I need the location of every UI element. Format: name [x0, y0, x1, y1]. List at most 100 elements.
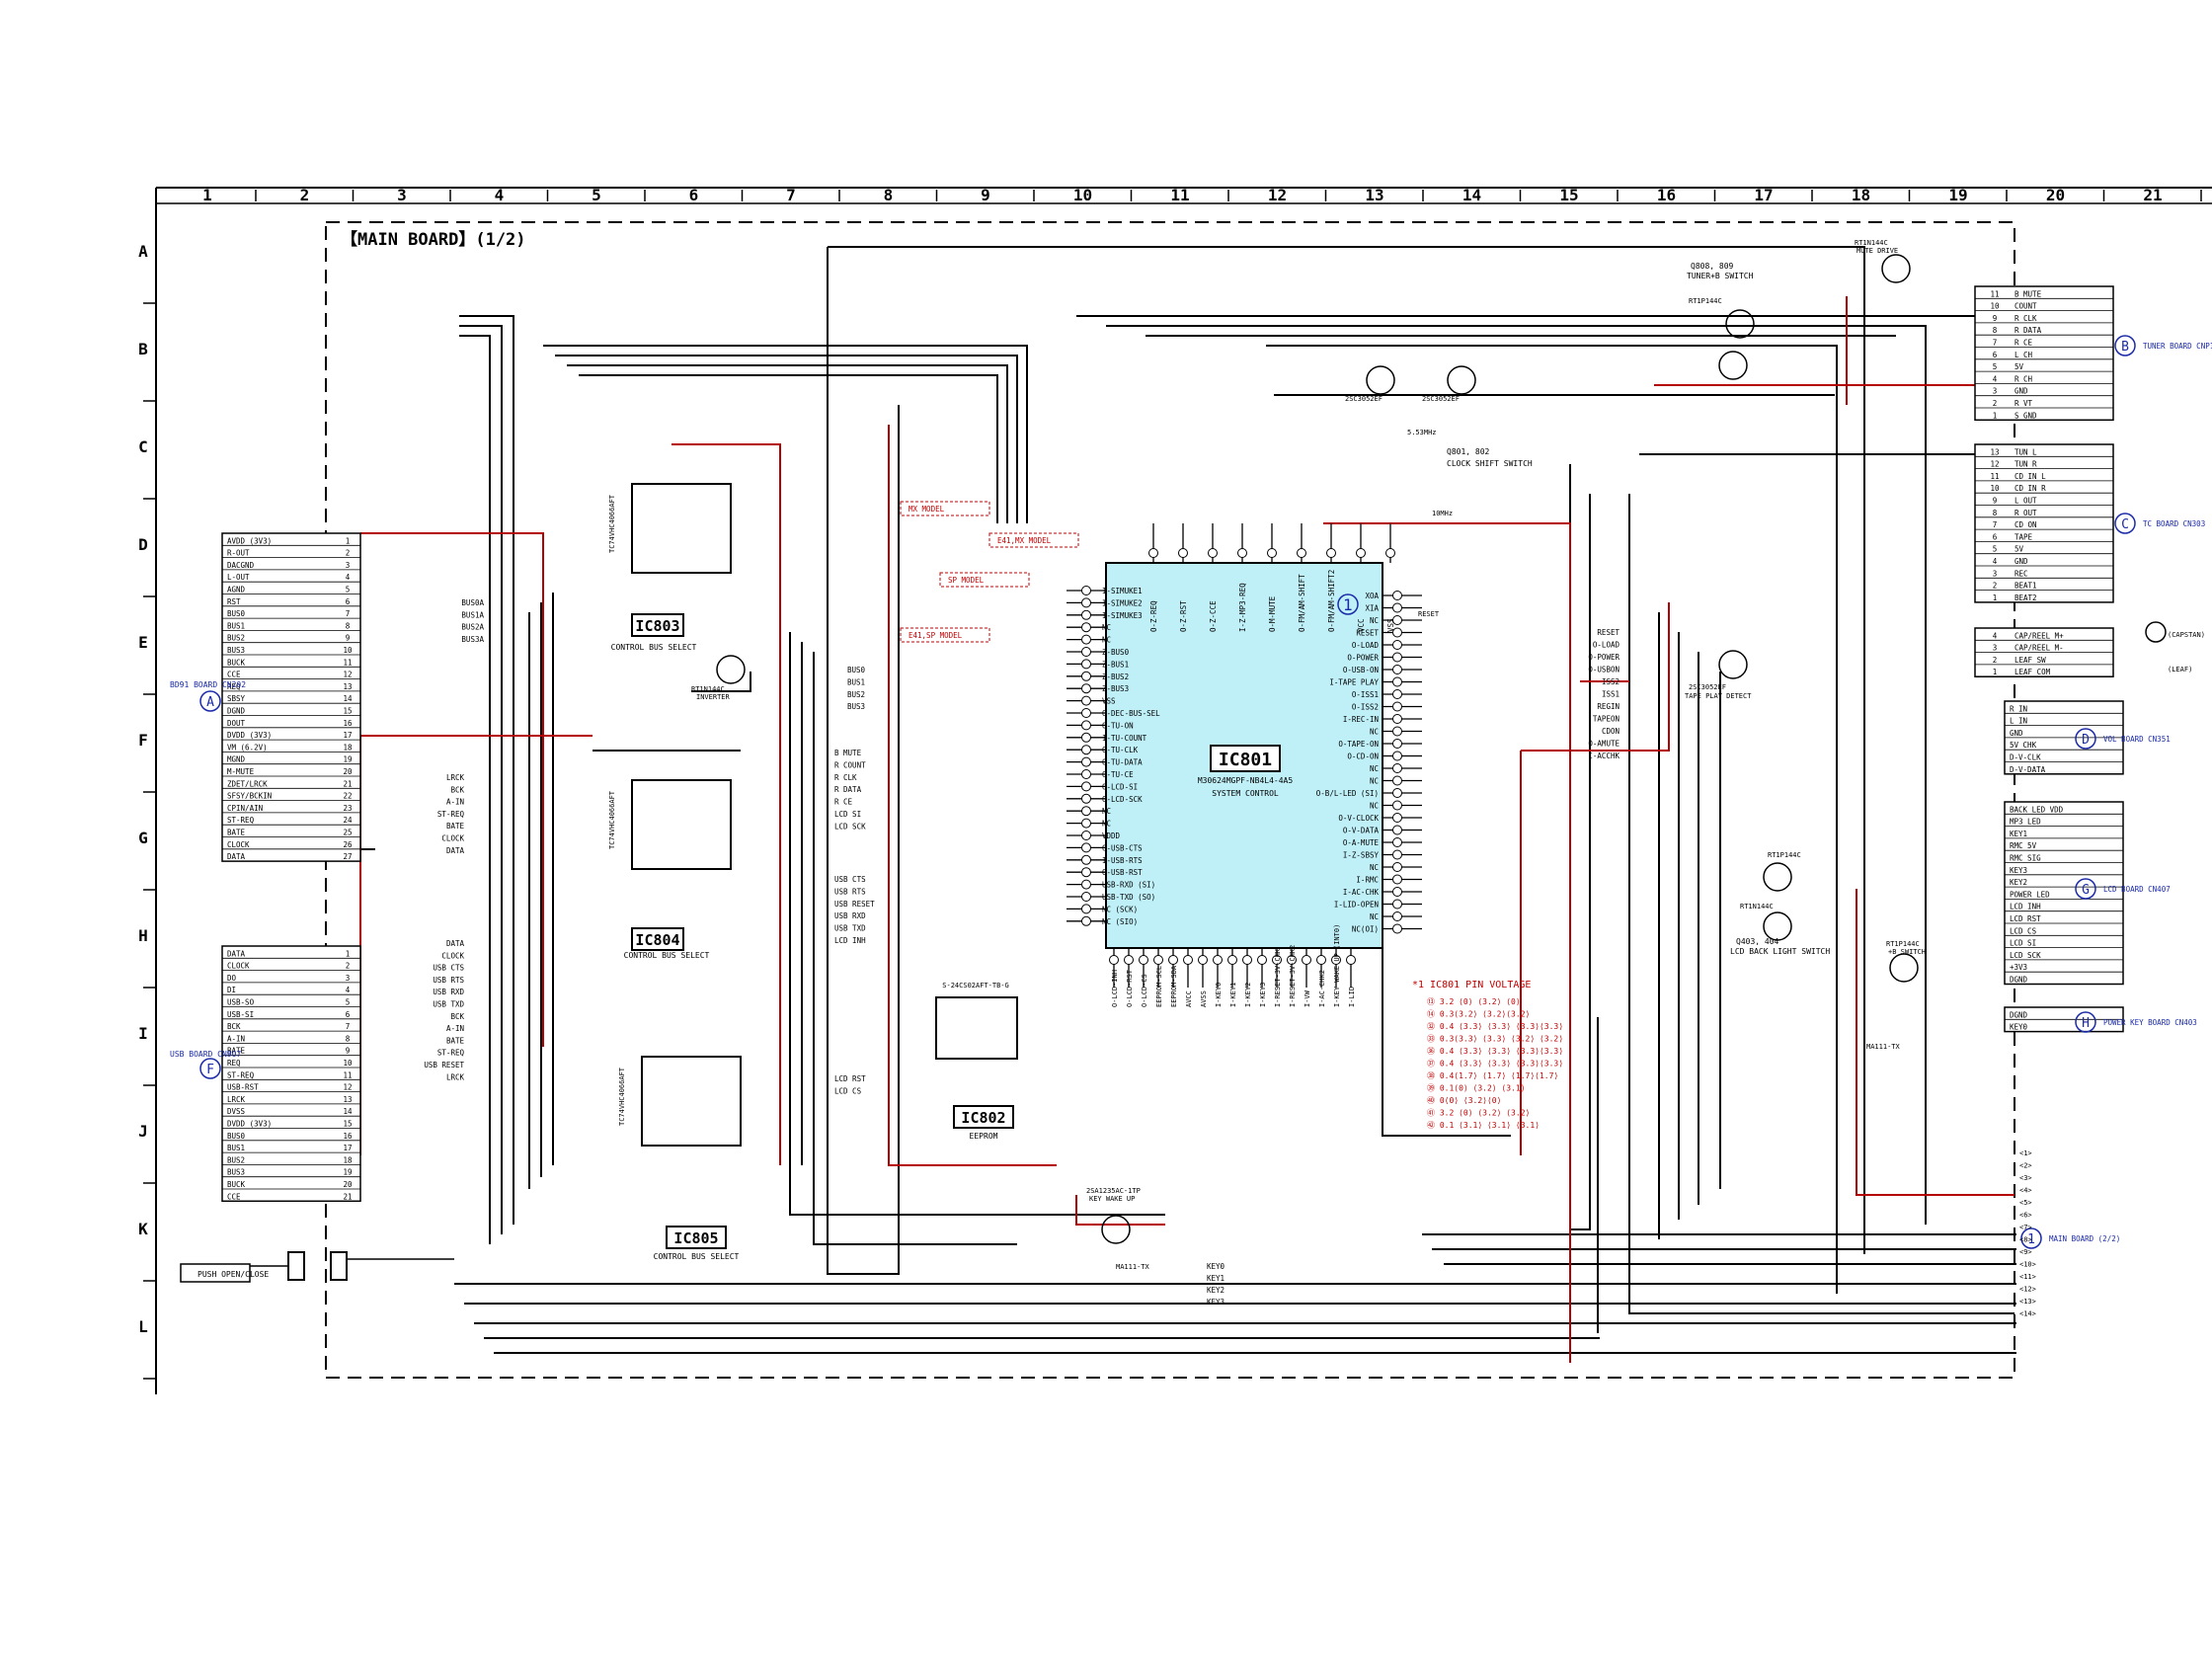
main2-pin-number: <9> [2019, 1248, 2032, 1256]
ic801-bottom-pin-name: I-KEY3 [1259, 983, 1267, 1007]
bd-pin-name: DVDD (3V3) [227, 731, 272, 740]
ic801-left-pin [1081, 854, 1091, 865]
push-switch-label: PUSH OPEN/CLOSE [198, 1270, 269, 1279]
usb-pin-name: BUS0 [227, 1132, 246, 1141]
ic801-right-pin-name: O-POWER [1347, 654, 1379, 663]
bd-pin-name: MGND [227, 755, 246, 764]
tuner-pin-number: 8 [1993, 326, 1998, 335]
ic801-func: SYSTEM CONTROL [1212, 789, 1279, 798]
usb-pin-number: 16 [343, 1132, 353, 1141]
ic805-part: TC74VHC4066AFT [618, 1067, 626, 1126]
ic801-right-pins: XOAXIANCRESETO-LOADO-POWERO-USB-ONI-TAPE… [1316, 591, 1422, 934]
usb-pin-name: USB-RST [227, 1083, 259, 1092]
ic801-left-pin-name: NC [1102, 807, 1111, 816]
bd-pin-number: 27 [343, 852, 352, 861]
column-label: 12 [1268, 186, 1287, 204]
ic801-left-pin [1081, 806, 1091, 817]
ic801-right-pin-name: I-Z-SBSY [1343, 851, 1380, 860]
ic801-right-pin [1392, 837, 1402, 847]
ic801-right-pin [1392, 627, 1402, 638]
ic801-top-pin-name: VSS [1386, 618, 1395, 632]
usb-pin-number: 8 [346, 1034, 351, 1043]
ic801-right-pin [1392, 874, 1402, 885]
bd-pin-number: 22 [343, 792, 352, 801]
ic801-name: IC801 [1219, 750, 1272, 770]
net-label: R CE [834, 798, 853, 807]
svg-text:INVERTER: INVERTER [696, 693, 731, 701]
ic801-right-pin [1392, 849, 1402, 860]
ic801-bottom-pin-name: AVSS [1200, 990, 1208, 1007]
ic801-right-pin-name: NC [1370, 616, 1379, 625]
usb-pin-number: 15 [343, 1120, 352, 1129]
ic801-left-pin [1081, 915, 1091, 926]
power-rails [359, 296, 2014, 1363]
net-label: BUS3 [847, 702, 865, 711]
ic801-right-pin [1392, 899, 1402, 910]
usb-pin-number: 21 [343, 1192, 352, 1201]
ic801-top-pin [1297, 548, 1306, 558]
bd-pin-number: 14 [343, 694, 353, 703]
ic801-right-pin-name: I-LID-OPEN [1334, 901, 1379, 910]
tuner-pin-number: 4 [1993, 374, 1998, 383]
main2-pin-number: <5> [2019, 1199, 2032, 1207]
usb-pin-name: DVDD (3V3) [227, 1120, 272, 1129]
main2-pin-number: <10> [2019, 1261, 2036, 1269]
bd-pin-name: BUS0 [227, 609, 246, 618]
xtal2-label: 10MHz [1432, 510, 1453, 517]
net-label: BCK [450, 1012, 464, 1021]
tc-pin-number: 13 [1990, 447, 1999, 456]
net-label: KEY2 [1207, 1286, 1224, 1295]
lcd-pin-name: KEY3 [2010, 866, 2027, 875]
power-ref-label: POWER KEY BOARD CN403 [2103, 1018, 2197, 1027]
ic801-right-pin [1392, 676, 1402, 687]
net-label: BUS0A [461, 598, 484, 607]
svg-text:TUNER+B SWITCH: TUNER+B SWITCH [1687, 272, 1754, 280]
ic801-top-pin [1356, 548, 1366, 558]
bd-pin-name: DATA [227, 852, 246, 861]
ic801-pin1-marker: 1 [1343, 595, 1353, 614]
net-label: USB RTS [433, 976, 464, 985]
ic801-left-pin [1081, 609, 1091, 620]
ic801-top-pin [1178, 548, 1188, 558]
ic801: IC801 M30624MGPF-NB4L4-4A5 SYSTEM CONTRO… [1066, 523, 1422, 1007]
lcd-ref-letter: G [2082, 883, 2090, 898]
tuner-pin-name: R DATA [2014, 326, 2042, 335]
ic802-body [935, 996, 1018, 1060]
bd-pin-name: SFSY/BCKIN [227, 792, 272, 801]
vol-pin-name: R IN [2010, 704, 2027, 713]
net-label: ST-REQ [437, 1049, 465, 1058]
usb-pin-number: 5 [346, 998, 351, 1007]
usb-pin-number: 20 [343, 1180, 353, 1189]
column-label: 16 [1657, 186, 1676, 204]
pin-voltage-row: ㊶ 3.2 ⟨0⟩ ⟨3.2⟩ ⟨3.2⟩ [1427, 1109, 1530, 1118]
ref-bd91-label: BD91 BOARD CN202 [170, 680, 246, 689]
capstan-pin-number: 3 [1993, 644, 1998, 653]
ic801-right-pin [1392, 726, 1402, 737]
ic801-left-pin [1081, 586, 1091, 595]
vol-ref-letter: D [2082, 733, 2090, 748]
net-label: USB RXD [433, 988, 464, 996]
lcd-backlight-switch: RT1P144C RT1N144C Q403, 404 LCD BACK LIG… [1730, 851, 1830, 956]
net-label: BUS0 [847, 666, 866, 674]
net-label: LCD RST [834, 1074, 866, 1083]
net-label: B MUTE [834, 749, 862, 757]
ic801-right-pin-name: NC [1370, 863, 1379, 872]
ic804-func: CONTROL BUS SELECT [624, 951, 710, 960]
column-label: 2 [300, 186, 310, 204]
ic804-part: TC74VHC4066AFT [608, 790, 616, 849]
power-pin-name: DGND [2010, 1010, 2028, 1019]
lcd-ref-label: LCD BOARD CN407 [2103, 885, 2171, 894]
ic801-left-pin [1081, 867, 1091, 878]
ic801-left-pin-name: O-LCD-SI [1102, 782, 1138, 791]
main2-ref-circle [2020, 1227, 2042, 1249]
ic801-top-pin-name: O-FM/AM-SHIFT2 [1327, 570, 1336, 632]
pin-voltage-row: ㊳ 0.4⟨1.7⟩ ⟨1.7⟩ ⟨1.7⟩⟨1.7⟩ [1427, 1071, 1558, 1080]
ic801-right-pin [1392, 775, 1402, 786]
usb-pin-name: CCE [227, 1192, 241, 1201]
ic801-top-pin [1326, 548, 1336, 558]
bd-pin-name: BATE [227, 829, 246, 837]
usb-pin-number: 1 [346, 949, 351, 958]
tc-pin-number: 3 [1993, 569, 1998, 578]
ic801-bottom-pin [1272, 955, 1282, 965]
